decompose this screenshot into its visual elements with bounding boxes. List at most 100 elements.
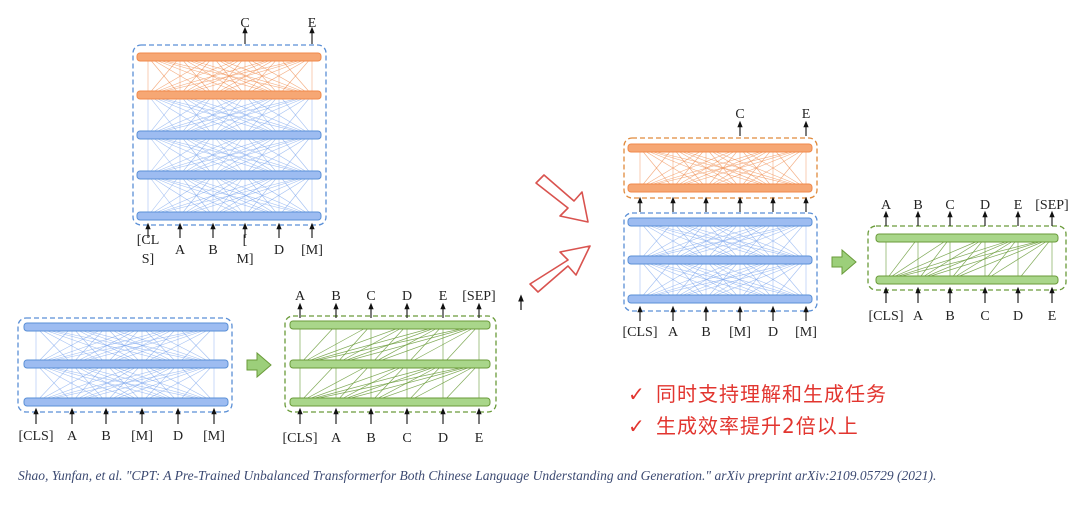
connection-line [299, 363, 337, 403]
right-decoder-dashed-box [867, 225, 1067, 291]
connection-line [244, 134, 313, 176]
connection-line [299, 324, 444, 365]
connection-line [772, 259, 807, 300]
connection-line [406, 324, 480, 365]
input-token: C [402, 431, 411, 446]
connection-line [105, 326, 215, 365]
connection-line [639, 259, 741, 300]
connection-line [147, 56, 280, 96]
connection-line [885, 237, 1019, 281]
input-token: [CLS] [623, 325, 658, 340]
output-token: B [913, 198, 922, 213]
input-token: A [913, 309, 924, 324]
connection-line [772, 147, 807, 189]
connection-line [147, 134, 313, 176]
red-arrow-icon [529, 245, 591, 293]
connection-line [35, 326, 73, 365]
input-token: D [438, 431, 448, 446]
connection-line [705, 259, 807, 300]
layer-bar [136, 170, 322, 180]
connection-line [105, 363, 215, 403]
output-token: A [881, 198, 892, 213]
bert-dashed-box [17, 317, 233, 413]
connection-line [212, 134, 313, 176]
layer-bar [875, 275, 1059, 285]
connection-line [739, 259, 807, 300]
output-token: E [1014, 198, 1023, 213]
cpt-encoder-dashed-box [623, 212, 818, 312]
connection-line [278, 174, 313, 217]
output-token: E [439, 289, 448, 304]
layer-bar [23, 322, 229, 332]
output-token: C [735, 107, 744, 122]
connection-line [147, 174, 181, 217]
connection-line [739, 147, 807, 189]
input-token: [M] [203, 429, 225, 444]
input-token: [M] [795, 325, 817, 340]
connection-line [147, 56, 246, 96]
left-encoder-layers [136, 26, 322, 238]
connection-line [885, 237, 951, 281]
output-token: C [366, 289, 375, 304]
connection-line [442, 324, 480, 365]
input-token: B [701, 325, 710, 340]
connection-line [147, 94, 313, 136]
connection-line [639, 221, 807, 261]
output-token: E [802, 107, 811, 122]
connection-line [639, 147, 741, 189]
layer-bar [627, 217, 813, 227]
connection-line [147, 94, 280, 136]
connection-line [299, 324, 480, 365]
connection-line [179, 56, 313, 96]
connection-line [147, 174, 246, 217]
connection-line [299, 363, 444, 403]
connection-line [35, 363, 143, 403]
connection-line [639, 259, 774, 300]
connection-line [406, 363, 480, 403]
output-token: [SEP] [1035, 198, 1068, 213]
connection-line [71, 363, 215, 403]
connection-line [639, 221, 741, 261]
input-token: A [67, 429, 78, 444]
green-arrow-icon [831, 248, 857, 276]
connection-line [639, 147, 674, 189]
connection-line [35, 326, 143, 365]
connection-line [147, 94, 214, 136]
connection-line [147, 56, 214, 96]
input-token: E [1048, 309, 1057, 324]
benefit-text: 生成效率提升2倍以上 [656, 414, 859, 438]
connection-line [212, 94, 313, 136]
connection-line [984, 237, 1053, 281]
layer-bar [289, 359, 491, 369]
output-token: C [945, 198, 954, 213]
red-arrow-icon [535, 174, 589, 223]
connection-line [177, 326, 215, 365]
connection-line [147, 56, 181, 96]
connection-line [705, 147, 807, 189]
input-token: [M] [729, 325, 751, 340]
connection-line [639, 259, 807, 300]
layer-bar [136, 90, 322, 100]
connection-line [672, 147, 807, 189]
layer-bar [136, 52, 322, 62]
connection-line [705, 221, 807, 261]
left-encoder-dashed-box [132, 44, 327, 226]
connection-line [299, 363, 408, 403]
output-token: A [295, 289, 306, 304]
connection-line [35, 326, 107, 365]
input-token: D [274, 243, 284, 258]
connection-line [278, 56, 313, 96]
output-token: C [240, 16, 249, 31]
connection-line [299, 324, 337, 365]
connection-line [299, 324, 372, 365]
layer-bar [289, 397, 491, 407]
connection-line [212, 56, 313, 96]
connection-line [739, 221, 807, 261]
input-token: [CLS] [19, 429, 54, 444]
connection-line [442, 363, 480, 403]
connection-line [147, 134, 280, 176]
cpt-decoder-dashed-box [623, 137, 818, 199]
